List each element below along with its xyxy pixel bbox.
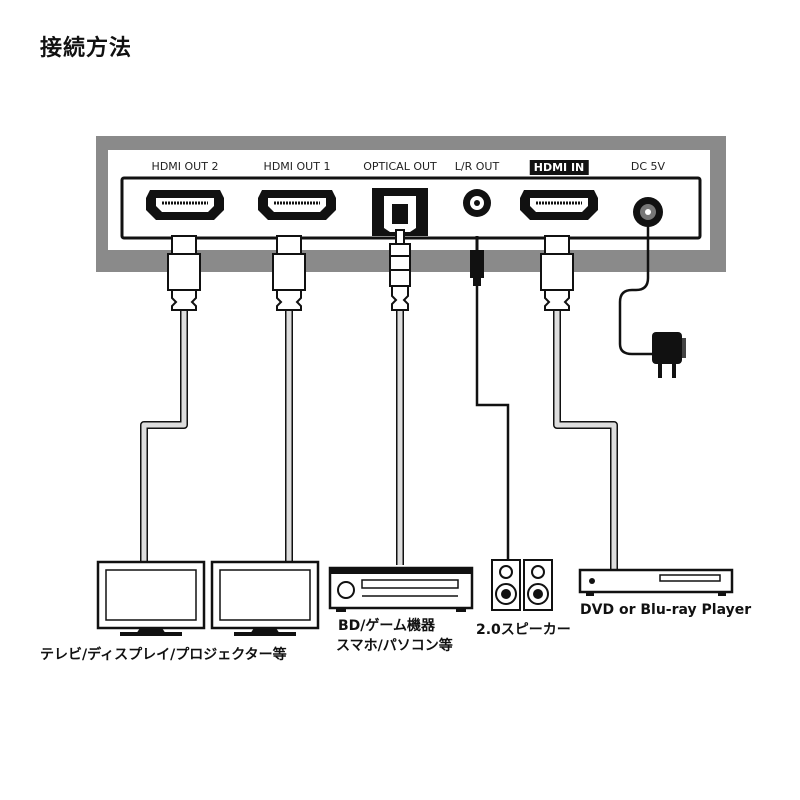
speaker-icon-right	[523, 559, 553, 611]
tv-icon-1	[96, 560, 206, 636]
hdmi-plug-in	[540, 235, 574, 311]
label-speaker: 2.0スピーカー	[476, 622, 571, 638]
speaker-icon-left	[491, 559, 521, 611]
label-hdmi-out1: HDMI OUT 1	[263, 160, 331, 173]
label-dvd-player: DVD or Blu-ray Player	[580, 602, 752, 618]
hdmi-out1-port	[258, 190, 336, 220]
av-receiver-icon	[328, 566, 474, 612]
label-tv-devices: テレビ/ディスプレイ/プロジェクター等	[40, 647, 287, 663]
dvd-player-icon	[578, 568, 734, 596]
page-title: 接続方法	[40, 36, 133, 61]
hdmi-plug-out1	[272, 235, 306, 311]
tv-icon-2	[210, 560, 320, 636]
label-hdmi-out2: HDMI OUT 2	[151, 160, 219, 173]
hdmi-plug-out2	[167, 235, 201, 311]
label-dc-5v: DC 5V	[630, 160, 666, 173]
optical-plug	[389, 229, 411, 311]
cable-hdmi-in	[553, 310, 618, 570]
hdmi-in-port	[520, 190, 598, 220]
hdmi-out2-port	[146, 190, 224, 220]
optical-out-port	[372, 188, 428, 236]
audio-plug	[470, 236, 484, 286]
cable-hdmi-out2	[140, 310, 188, 565]
lr-out-jack	[463, 189, 491, 217]
label-bd-devices-line2: スマホ/パソコン等	[336, 638, 453, 654]
power-adapter-icon	[652, 332, 686, 378]
label-bd-devices-line1: BD/ゲーム機器	[338, 618, 435, 634]
cable-power	[618, 226, 656, 356]
cables	[140, 310, 618, 570]
label-hdmi-in: HDMI IN	[529, 160, 589, 175]
dc-5v-jack	[633, 197, 663, 227]
label-lr-out: L/R OUT	[454, 160, 500, 173]
label-optical-out: OPTICAL OUT	[363, 160, 437, 173]
cable-audio	[475, 285, 510, 562]
